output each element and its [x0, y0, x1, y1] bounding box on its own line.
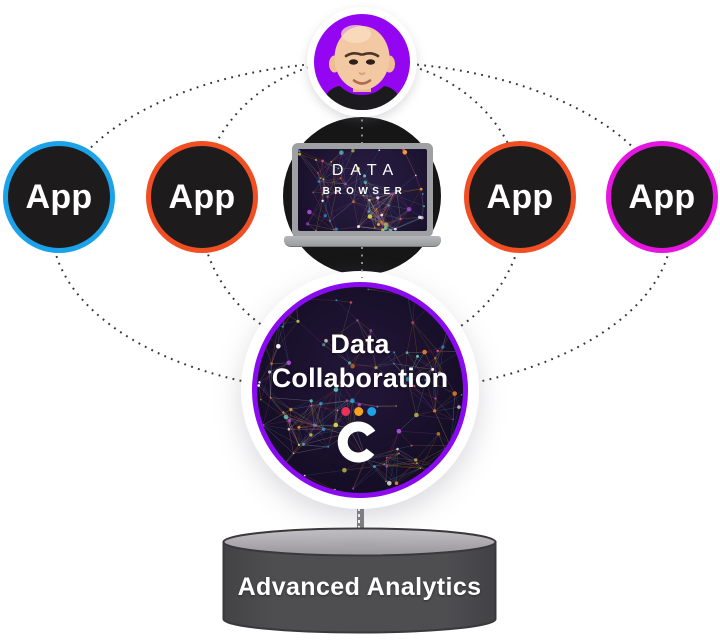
logo-dots [328, 407, 388, 416]
app-node-2: App [146, 141, 258, 253]
data-browser-line2: BROWSER [322, 186, 407, 197]
logo-dot-red-icon [340, 407, 350, 416]
hub-title-line1: Data [330, 329, 390, 359]
laptop-frame: DATA BROWSER [292, 143, 433, 237]
data-browser-line1: DATA [331, 162, 401, 179]
logo-dot-amber-icon [353, 407, 363, 416]
app-label: App [486, 177, 554, 216]
laptop-icon: DATA BROWSER [284, 143, 441, 247]
advanced-analytics-label: Advanced Analytics [237, 573, 482, 601]
cinchy-logo [328, 407, 388, 465]
app-label: App [168, 177, 236, 216]
user-avatar [307, 7, 417, 117]
connector-dash [358, 496, 360, 529]
user-avatar-face [314, 14, 410, 110]
advanced-analytics-database: Advanced Analytics [222, 527, 497, 635]
data-browser-label: DATA BROWSER [298, 162, 427, 197]
laptop-screen: DATA BROWSER [298, 149, 427, 231]
database-cylinder-icon [222, 527, 497, 634]
app-node-3: App [464, 141, 576, 253]
logo-dot-blue-icon [366, 407, 376, 416]
logo-c-icon [337, 421, 379, 463]
hub-title-line2: Collaboration [271, 363, 449, 393]
hub-title: Data Collaboration [257, 327, 463, 395]
app-label: App [25, 177, 93, 216]
laptop-base [284, 236, 441, 247]
app-node-1: App [3, 141, 115, 253]
app-label: App [628, 177, 696, 216]
hub-to-analytics-connector [357, 494, 364, 531]
app-node-4: App [606, 141, 718, 253]
data-collaboration-node: Data Collaboration [252, 282, 468, 498]
